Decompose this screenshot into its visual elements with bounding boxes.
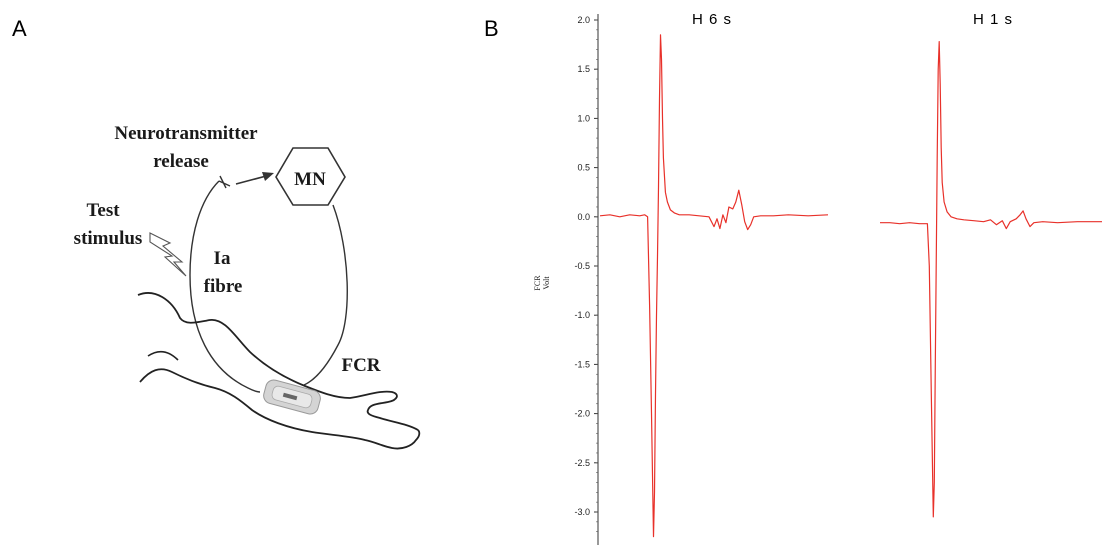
reflex-arc-diagram: MN Neurotransmitter release Test stimulu…	[74, 123, 421, 450]
y-tick-label: -2.5	[574, 458, 590, 468]
test-label: Test	[86, 200, 120, 221]
ia-label: Ia	[214, 248, 231, 269]
y-tick-label: 2.0	[577, 15, 590, 25]
y-tick-label: -3.0	[574, 507, 590, 517]
stimulus-label: stimulus	[74, 228, 143, 249]
y-axis-label-volt: Volt	[542, 276, 551, 290]
arm-outline-thumb	[147, 350, 179, 361]
release-label: release	[153, 151, 209, 172]
arm-outline-lower	[139, 368, 421, 450]
trace-title-h6s: H 6 s	[692, 11, 732, 28]
y-axis-ticks: 2.0 1.5 1.0 0.5 0.0 -0.5 -1.0 -1.5 -2.0 -2.5 -3.0	[574, 15, 598, 532]
motoneuron-hexagon	[275, 147, 346, 206]
panel-a-letter: A	[12, 16, 27, 41]
y-tick-label: 0.0	[577, 212, 590, 222]
traces-group	[599, 34, 1102, 538]
motor-axon	[303, 204, 348, 386]
trace-line-h6s	[599, 34, 829, 538]
y-axis-label-fcr: FCR	[533, 275, 542, 291]
y-tick-label: -2.0	[574, 409, 590, 419]
mn-label: MN	[294, 169, 326, 190]
release-arrowhead-icon	[262, 172, 274, 181]
fcr-label: FCR	[341, 355, 380, 376]
y-tick-label: -1.0	[574, 310, 590, 320]
trace-title-h1s: H 1 s	[973, 11, 1013, 28]
neurotransmitter-label: Neurotransmitter	[114, 123, 258, 144]
synapse-terminal	[218, 175, 231, 189]
ia-fibre-path	[189, 180, 261, 393]
y-tick-label: -0.5	[574, 261, 590, 271]
trace-line-h1s	[880, 41, 1102, 518]
y-tick-label: 1.0	[577, 113, 590, 123]
emg-electrode	[263, 379, 321, 415]
panel-b-letter: B	[484, 16, 499, 41]
y-tick-label: 1.5	[577, 64, 590, 74]
y-tick-label: -1.5	[574, 359, 590, 369]
arm-outline-upper	[137, 292, 419, 431]
y-tick-label: 0.5	[577, 163, 590, 173]
fibre-label: fibre	[204, 276, 243, 297]
lightning-bolt-icon	[149, 232, 187, 277]
